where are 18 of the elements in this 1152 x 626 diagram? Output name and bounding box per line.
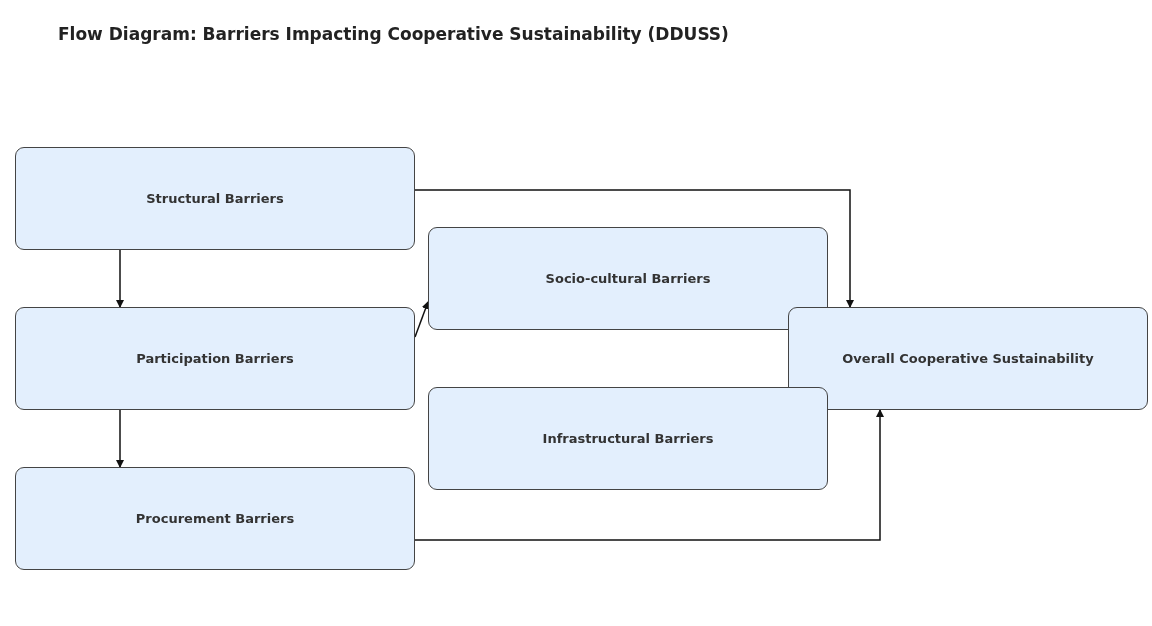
arrow	[414, 301, 430, 338]
process-box	[428, 387, 828, 490]
box-label: Overall Cooperative Sustainability	[841, 351, 1095, 366]
arrow	[116, 249, 124, 308]
diagram-title: Flow Diagram: Barriers Impacting Cooperative Sustainability (DDUSS)	[58, 24, 729, 44]
arrow	[116, 409, 124, 468]
process-box	[15, 307, 415, 410]
arrow	[414, 189, 854, 308]
box-label: Structural Barriers	[145, 191, 285, 206]
process-box	[788, 307, 1148, 410]
box-label: Procurement Barriers	[134, 511, 296, 526]
process-box	[15, 467, 415, 570]
box-label: Participation Barriers	[135, 351, 295, 366]
box-label: Socio-cultural Barriers	[544, 271, 712, 286]
box-label: Infrastructural Barriers	[541, 431, 715, 446]
arrow	[414, 409, 884, 541]
process-box	[428, 227, 828, 330]
process-box	[15, 147, 415, 250]
